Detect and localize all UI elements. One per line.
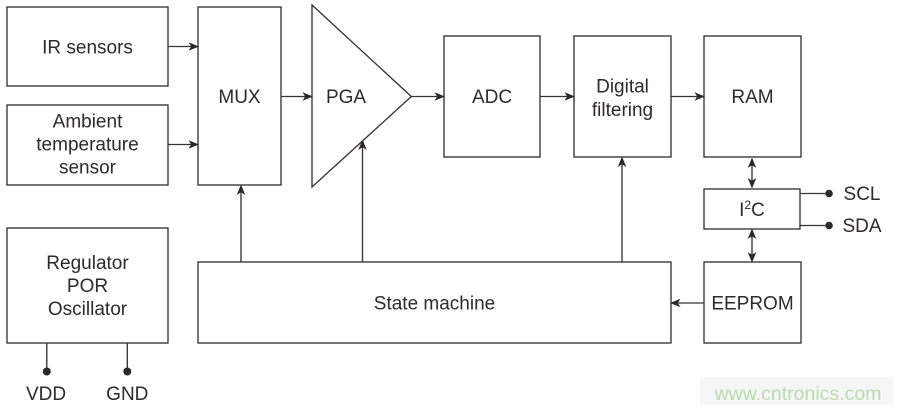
svg-text:MUX: MUX [218, 87, 261, 108]
svg-text:sensor: sensor [59, 158, 117, 179]
svg-text:filtering: filtering [592, 100, 653, 121]
svg-text:I2C: I2C [739, 198, 765, 221]
svg-text:SDA: SDA [842, 216, 881, 237]
svg-text:GND: GND [106, 384, 148, 405]
svg-text:RAM: RAM [731, 87, 773, 108]
svg-text:Digital: Digital [596, 77, 649, 98]
svg-text:temperature: temperature [36, 135, 138, 156]
svg-text:VDD: VDD [26, 384, 66, 405]
svg-text:IR sensors: IR sensors [42, 38, 133, 59]
svg-text:EEPROM: EEPROM [711, 294, 793, 315]
svg-text:POR: POR [67, 276, 108, 297]
svg-text:PGA: PGA [326, 87, 366, 108]
svg-text:State machine: State machine [374, 294, 495, 315]
svg-text:Oscillator: Oscillator [48, 299, 128, 320]
svg-text:Ambient: Ambient [53, 112, 123, 133]
svg-text:SCL: SCL [844, 184, 881, 205]
svg-text:Regulator: Regulator [46, 253, 129, 274]
svg-text:www.cntronics.com: www.cntronics.com [714, 383, 882, 405]
svg-text:ADC: ADC [472, 87, 512, 108]
